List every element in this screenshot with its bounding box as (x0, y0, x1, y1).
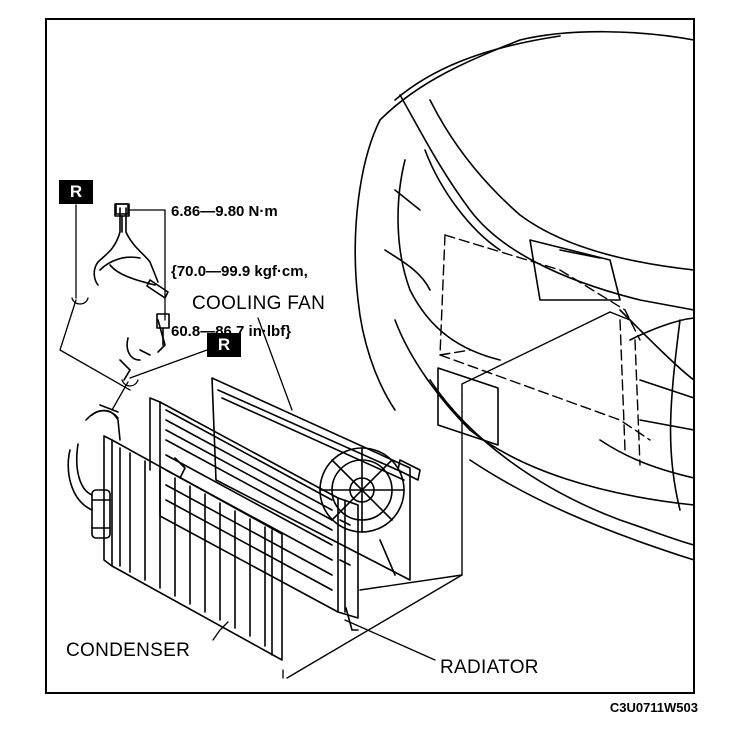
bolt-upper (114, 203, 130, 233)
vehicle-bracket (437, 367, 499, 446)
refrigerant-pipe (93, 203, 169, 381)
mounting-dashed-lines (439, 234, 651, 466)
bolt-lower (156, 313, 170, 346)
torque-inlbf: 60.8—86.7 in·lbf} (171, 323, 292, 340)
torque-nm: 6.86—9.80 N·m (171, 203, 278, 220)
replace-badge-lower: R (207, 333, 241, 357)
figure-code: C3U0711W503 (609, 700, 698, 715)
replace-badge-upper: R (59, 180, 93, 204)
receiver-drier (67, 404, 121, 539)
vehicle-front-illustration (354, 30, 695, 561)
torque-kgfcm: {70.0—99.9 kgf·cm, (171, 263, 308, 280)
condenser-core (103, 435, 283, 661)
radiator-label: RADIATOR (440, 657, 539, 678)
cooling-fan-assembly (211, 377, 421, 581)
condenser-label: CONDENSER (66, 640, 191, 661)
cooling-fan-label: COOLING FAN (192, 293, 326, 314)
torque-spec: 6.86—9.80 N·m {70.0—99.9 kgf·cm, 60.8—86… (171, 162, 308, 362)
